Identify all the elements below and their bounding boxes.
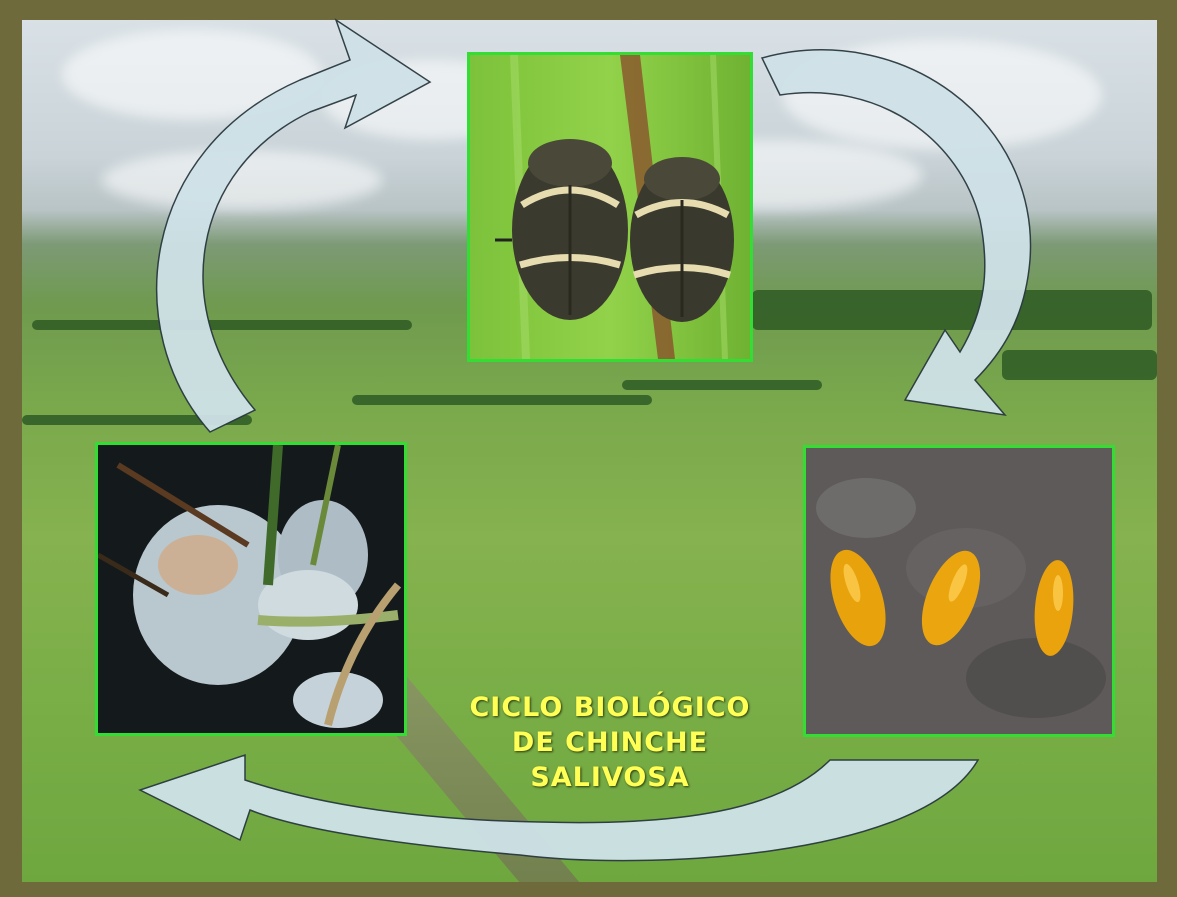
nymphs-photo	[95, 442, 407, 736]
nymphs-image	[98, 445, 404, 733]
eggs-image	[806, 448, 1112, 734]
arrow-nymphs-to-adults	[157, 20, 430, 432]
adults-image	[470, 55, 750, 359]
adult-bug-right	[630, 157, 734, 322]
adults-photo	[467, 52, 753, 362]
arrow-adults-to-eggs	[762, 50, 1031, 415]
diagram-title: CICLO BIOLÓGICO DE CHINCHE SALIVOSA	[430, 690, 790, 795]
title-line-1: CICLO BIOLÓGICO	[430, 690, 790, 725]
eggs-photo	[803, 445, 1115, 737]
title-line-2: DE CHINCHE	[430, 725, 790, 760]
title-line-3: SALIVOSA	[430, 760, 790, 795]
